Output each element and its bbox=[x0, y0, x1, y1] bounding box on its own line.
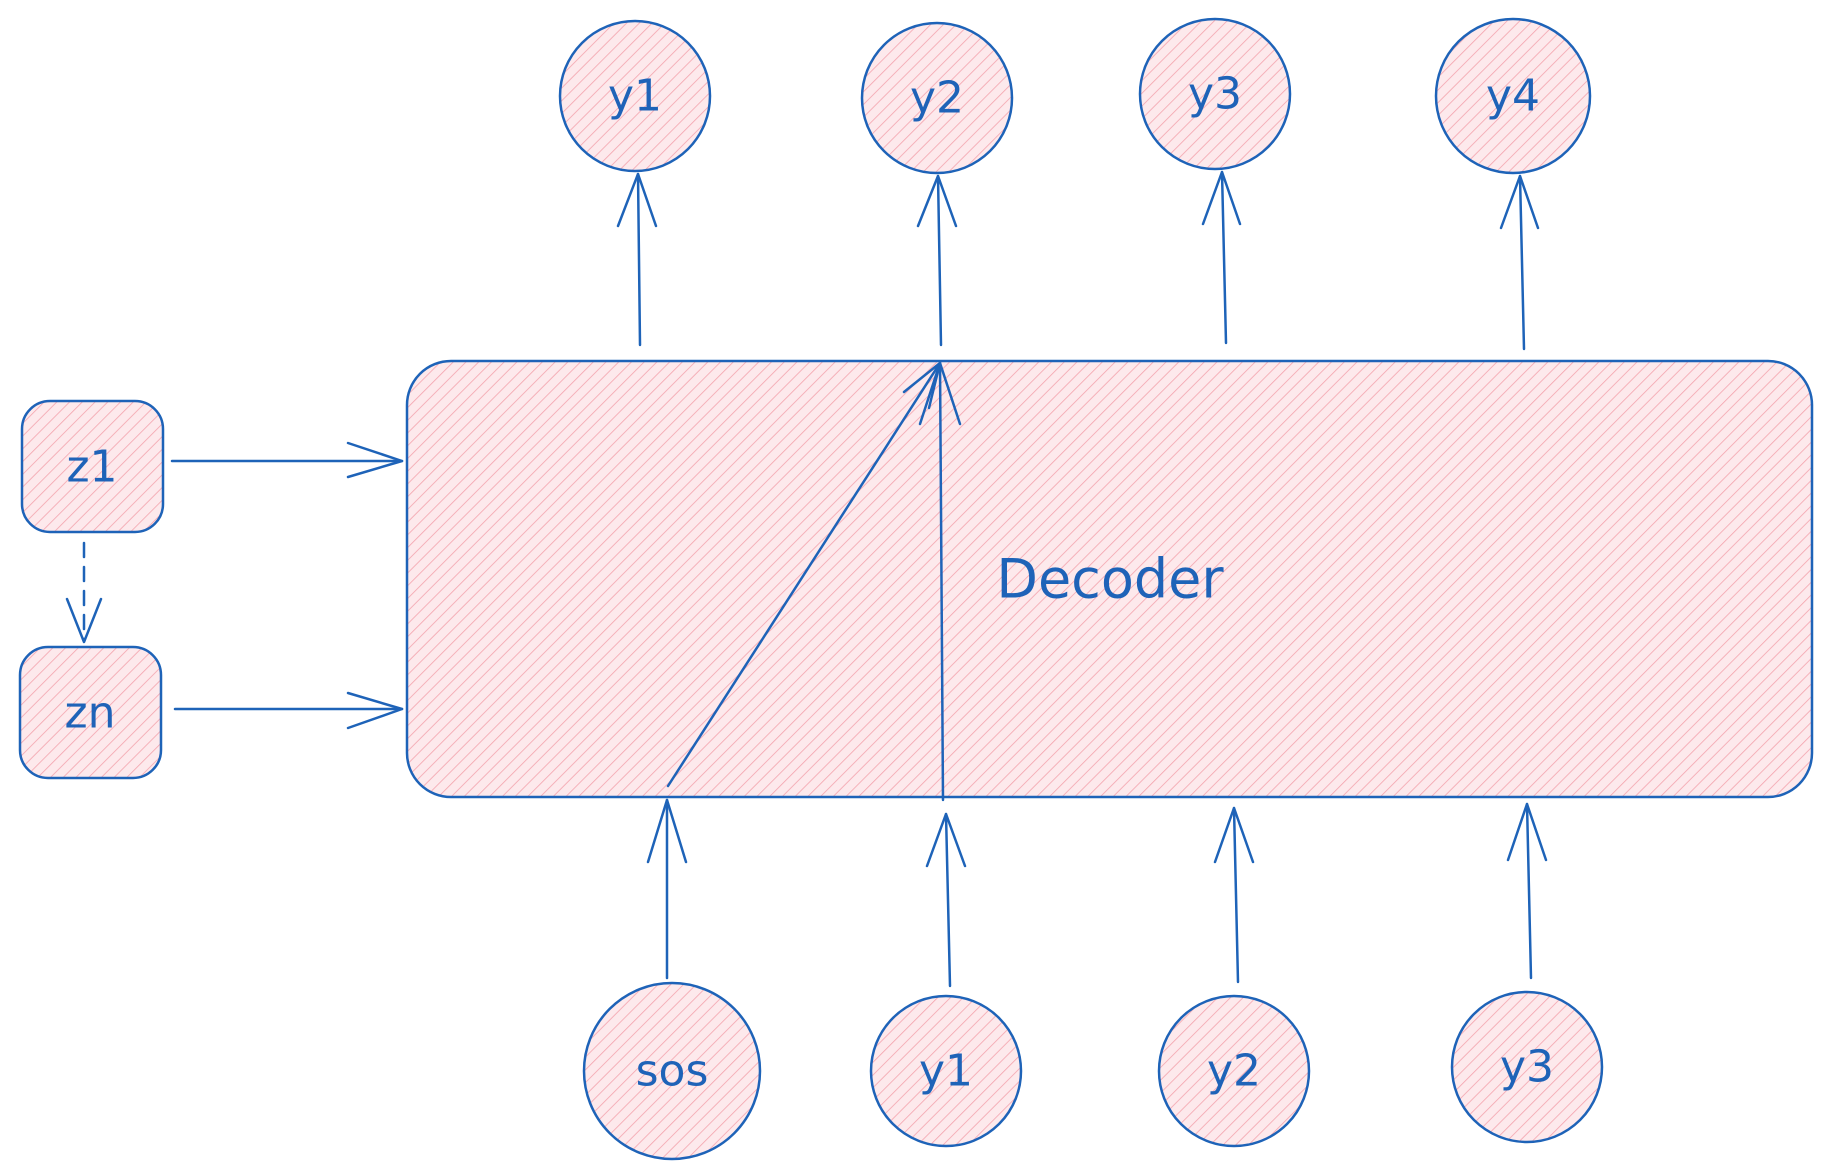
output-node-4: y4 bbox=[1434, 17, 1592, 175]
input-node-2: y1 bbox=[869, 994, 1023, 1148]
output-label-2: y2 bbox=[910, 73, 964, 124]
edge-decoder-to-out-1 bbox=[616, 172, 658, 347]
output-node-1: y1 bbox=[558, 19, 712, 173]
edge-decoder-to-out-2 bbox=[916, 174, 958, 347]
edge-internal-y1-to-top bbox=[918, 361, 962, 802]
edge-in-1-to-decoder bbox=[646, 798, 688, 980]
output-label-1: y1 bbox=[608, 71, 662, 122]
output-node-2: y2 bbox=[860, 21, 1014, 175]
decoder-label: Decoder bbox=[996, 548, 1224, 611]
output-label-4: y4 bbox=[1486, 71, 1540, 122]
edge-zn-to-decoder bbox=[173, 691, 404, 730]
latent-label-z1: z1 bbox=[66, 442, 117, 493]
edge-z1-to-decoder bbox=[170, 441, 404, 479]
input-node-3: y2 bbox=[1157, 994, 1311, 1148]
output-node-3: y3 bbox=[1138, 17, 1292, 171]
input-label-4: y3 bbox=[1500, 1042, 1554, 1093]
decoder-block: Decoder bbox=[405, 359, 1814, 799]
latent-label-zn: zn bbox=[65, 688, 116, 739]
edge-in-2-to-decoder bbox=[925, 812, 967, 988]
edge-z1-to-zn-dashed bbox=[65, 541, 103, 644]
edge-decoder-to-out-4 bbox=[1499, 174, 1540, 351]
output-label-3: y3 bbox=[1188, 69, 1242, 120]
latent-node-zn: zn bbox=[18, 645, 163, 780]
input-label-1: sos bbox=[636, 1046, 709, 1097]
input-node-4: y3 bbox=[1450, 990, 1604, 1144]
input-label-2: y1 bbox=[919, 1046, 973, 1097]
input-node-1: sos bbox=[582, 981, 762, 1161]
edge-in-3-to-decoder bbox=[1213, 806, 1255, 984]
input-label-3: y2 bbox=[1207, 1046, 1261, 1097]
edge-decoder-to-out-3 bbox=[1201, 170, 1242, 345]
latent-node-z1: z1 bbox=[20, 399, 165, 534]
edge-in-4-to-decoder bbox=[1506, 802, 1548, 980]
